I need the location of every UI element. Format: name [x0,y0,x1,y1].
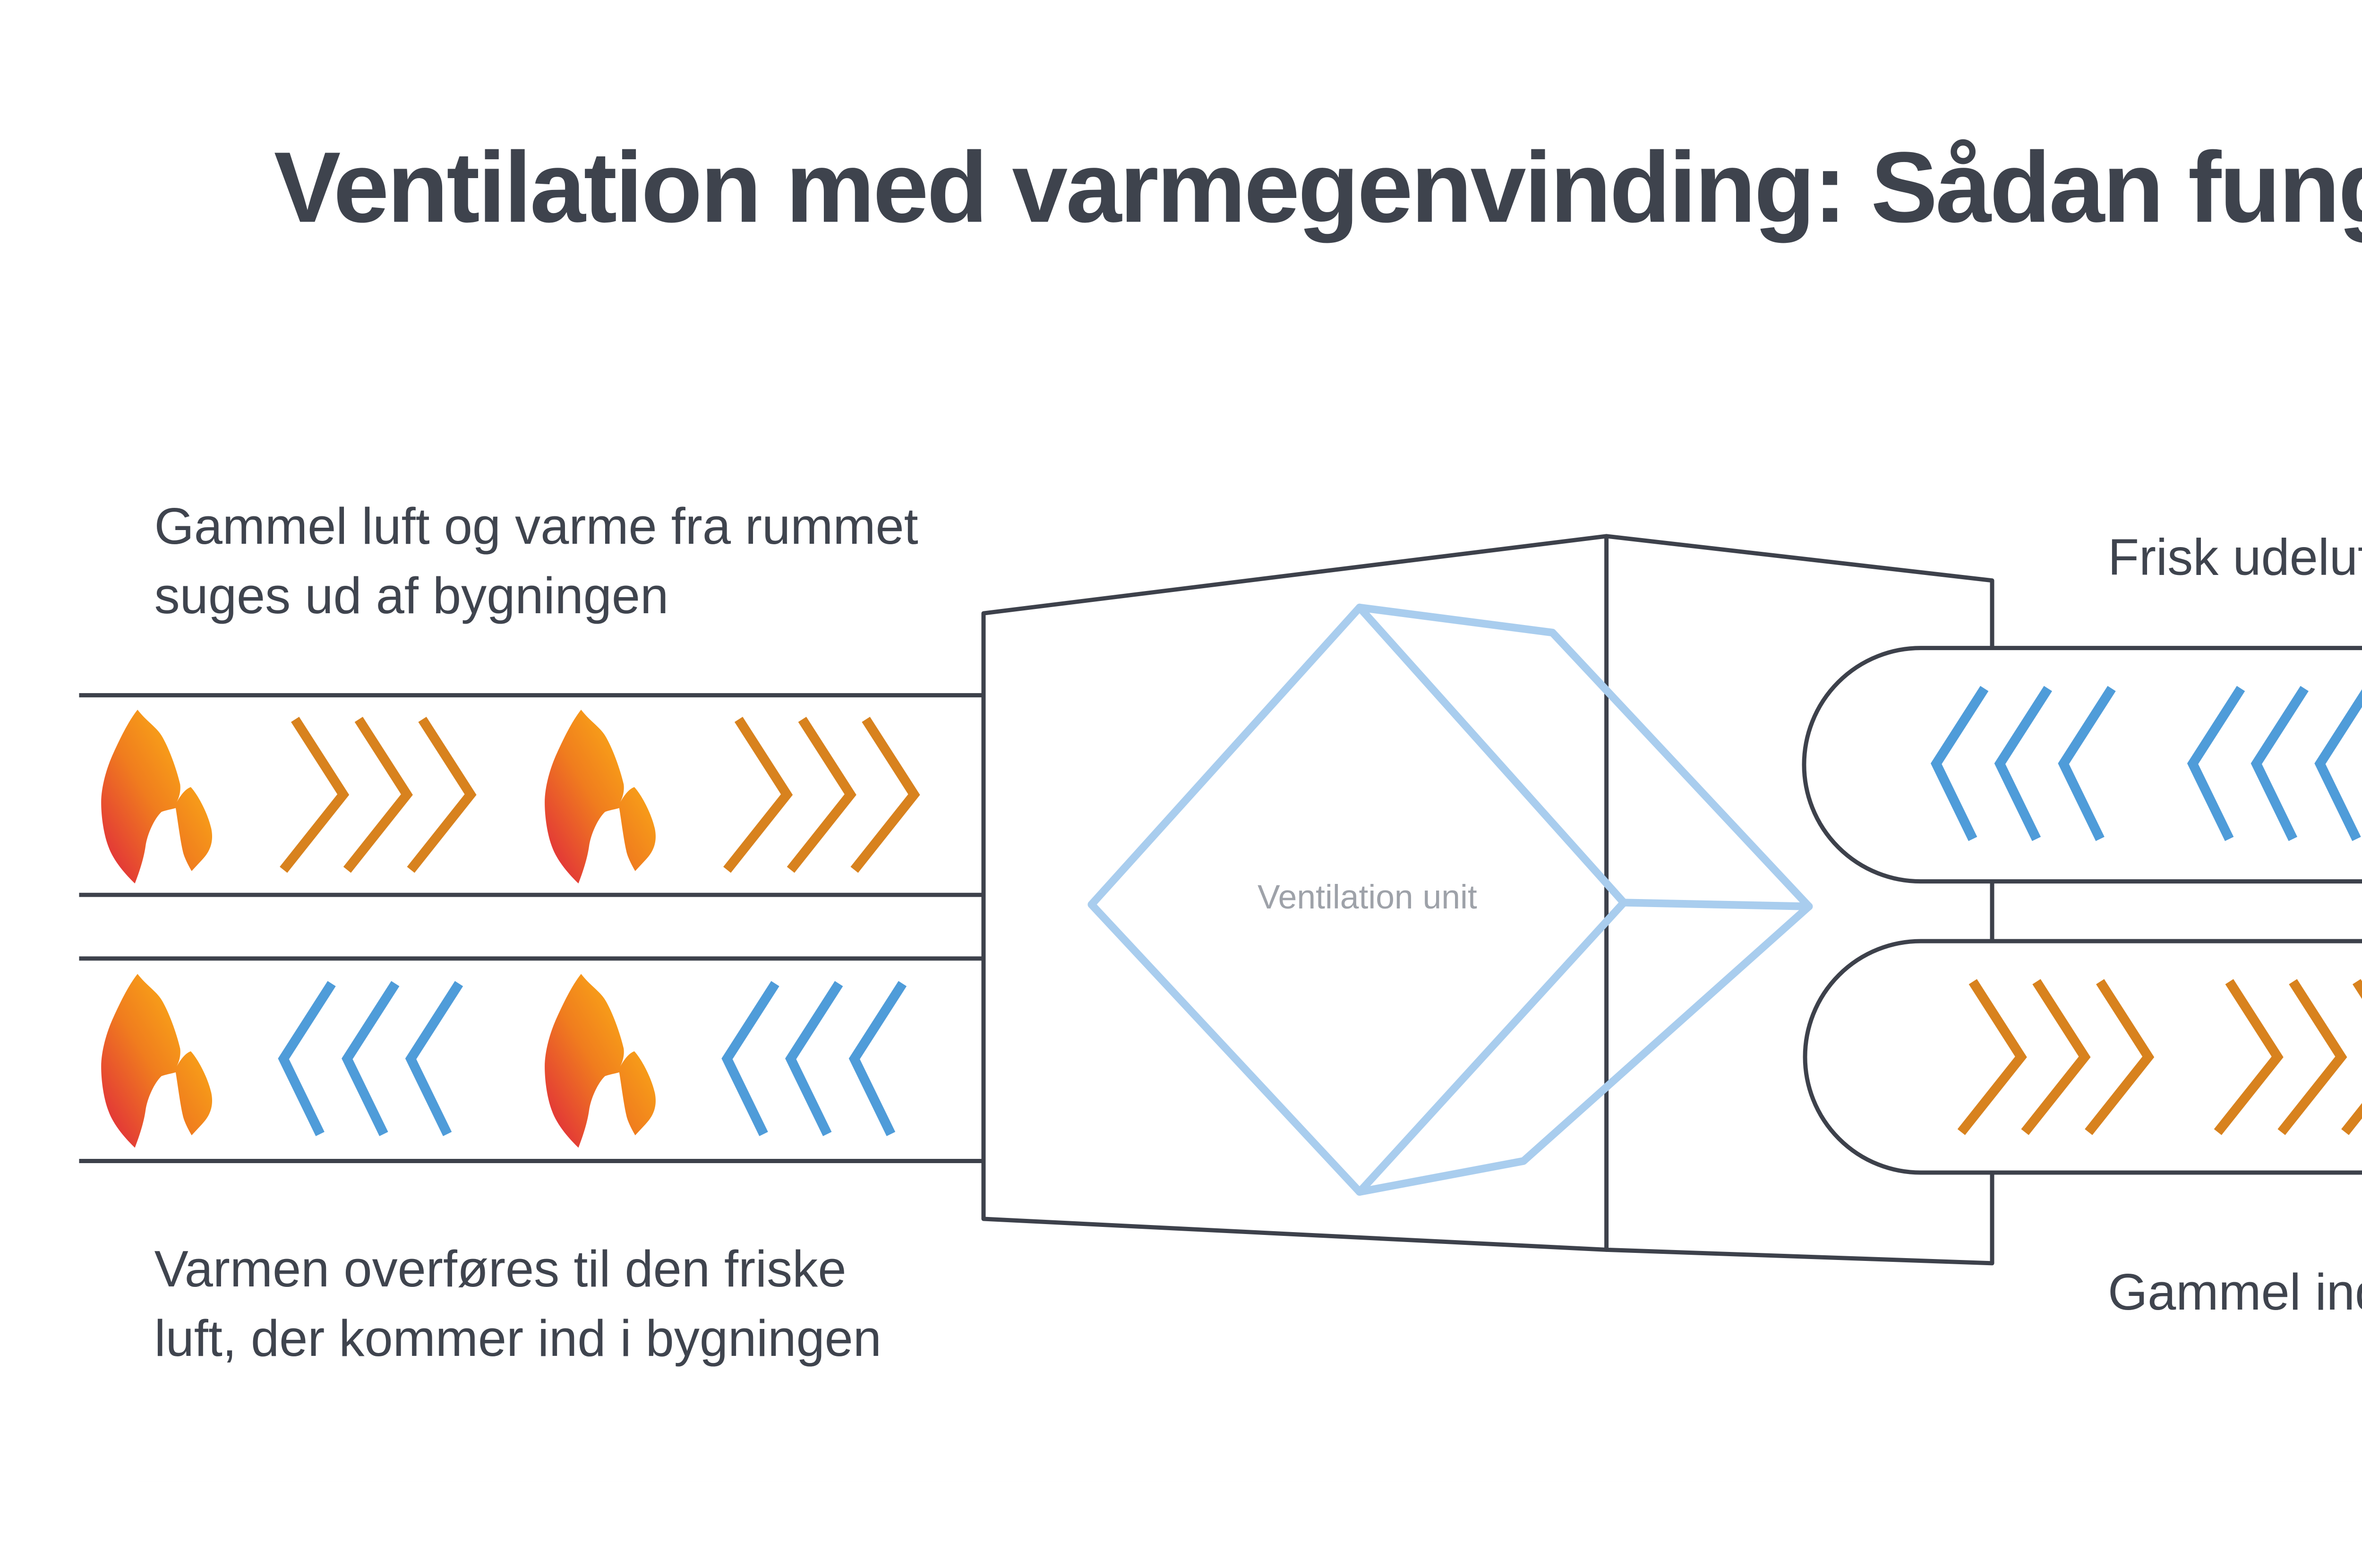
label-line: suges ud af bygningen [154,567,669,625]
ventilation-unit-label: Ventilation unit [1257,877,1477,917]
return-duct-walls [79,956,984,1164]
label-extract-air: Gammel indeluft suges ud [2108,1258,2362,1327]
exhaust-duct-walls [79,693,984,897]
flame-icon [101,710,213,884]
extract-duct [1803,939,2362,1175]
heat-flames [101,710,656,1148]
flame-icon [101,974,213,1148]
chevron-left-icon [347,984,395,1134]
left-ducts [79,693,984,1164]
supply-duct [1802,646,2362,884]
label-line: Gammel indeluft suges ud [2107,1263,2362,1321]
label-heat-transfer: Varmen overføres til den friske luft, de… [154,1234,881,1373]
chevron-right-icon [791,720,851,870]
diagram-panel: Gammel luft og varme fra rummet suges ud… [79,380,2362,1482]
exchanger-connector-edge [1620,899,1813,910]
chevron-left-icon [854,984,902,1134]
label-exhaust-air: Gammel luft og varme fra rummet suges ud… [154,492,918,631]
chevron-right-icon [727,720,787,870]
label-line: luft, der kommer ind i bygningen [154,1309,881,1368]
chevron-right-icon [411,720,471,870]
label-line: Varmen overføres til den friske [154,1240,847,1298]
chevron-left-icon [727,984,775,1134]
chevron-left-icon [411,984,459,1134]
heat-exchanger-core [1087,603,1813,1196]
chevron-right-icon [347,720,407,870]
label-line: Frisk udeluft blæses ind [2107,528,2362,587]
chevron-left-icon [791,984,839,1134]
label-line: Gammel luft og varme fra rummet [154,497,918,556]
page-title: Ventilation med varmegenvinding: Sådan f… [274,133,2362,245]
chevron-right-icon [854,720,914,870]
chevron-right-icon [283,720,343,870]
ventilation-diagram [79,534,2362,1266]
label-supply-air: Frisk udeluft blæses ind [2108,523,2362,592]
chevron-left-icon [283,984,332,1134]
flame-icon [545,710,656,884]
flame-icon [545,974,656,1148]
